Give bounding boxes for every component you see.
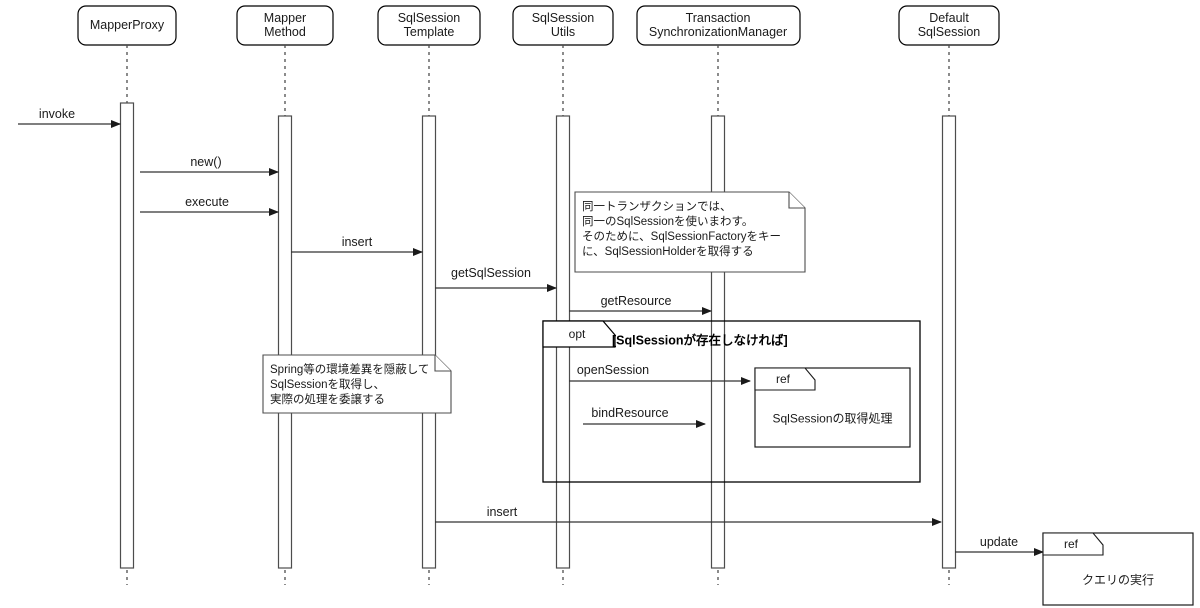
- message-getSqlSession[interactable]: getSqlSession: [435, 266, 557, 292]
- message-label-new: new(): [190, 155, 221, 169]
- ref-tab: [754, 367, 816, 391]
- activation-bar-mapperProxy[interactable]: [119, 102, 135, 569]
- note-line: 同一のSqlSessionを使いまわす。: [582, 214, 753, 228]
- lifeline-label-sqlSessionTemplate: Template: [404, 25, 455, 39]
- message-label-bindResource: bindResource: [591, 406, 668, 420]
- message-label-invoke: invoke: [39, 107, 75, 121]
- fragment-opt-fragment[interactable]: opt [SqlSessionが存在しなければ]: [542, 320, 921, 483]
- notes-layer: 同一トランザクションでは、同一のSqlSessionを使いまわす。そのために、S…: [262, 191, 806, 414]
- message-label-execute: execute: [185, 195, 229, 209]
- message-label-getResource: getResource: [601, 294, 672, 308]
- message-update[interactable]: update: [955, 535, 1044, 556]
- note-line: 実際の処理を委譲する: [270, 392, 385, 406]
- note-line: 同一トランザクションでは、: [582, 200, 732, 213]
- message-new[interactable]: new(): [140, 155, 279, 176]
- message-label-getSqlSession: getSqlSession: [451, 266, 531, 280]
- message-insert-template[interactable]: insert: [291, 235, 423, 256]
- lifeline-label-defaultSqlSession: Default: [929, 11, 969, 25]
- lifeline-label-mapperMethod: Mapper: [264, 11, 306, 25]
- note-body: [574, 191, 806, 273]
- ref-operator-label: ref: [776, 372, 791, 386]
- activation-bar-mapperMethod[interactable]: [277, 115, 293, 569]
- lifeline-mapperProxy[interactable]: MapperProxy: [77, 5, 177, 585]
- note-fold-corner: [788, 192, 805, 209]
- note-line: そのために、SqlSessionFactoryをキー: [582, 230, 781, 243]
- note-line: SqlSessionを取得し、: [270, 378, 385, 391]
- message-invoke[interactable]: invoke: [18, 107, 121, 128]
- activation-bar-defaultSqlSession[interactable]: [941, 115, 957, 569]
- ref-tab: [1042, 532, 1104, 556]
- note-line: に、SqlSessionHolderを取得する: [582, 245, 754, 258]
- message-label-openSession: openSession: [577, 363, 649, 377]
- message-label-update: update: [980, 535, 1018, 549]
- note-note-spring-abstraction[interactable]: Spring等の環境差異を隠蔽して SqlSessionを取得し、実際の処理を委譲…: [262, 354, 452, 414]
- message-openSession[interactable]: openSession: [569, 363, 751, 385]
- fragment-tab: [542, 320, 616, 348]
- lifeline-label-sqlSessionUtils: SqlSession: [532, 11, 595, 25]
- message-label-insert-template: insert: [342, 235, 373, 249]
- messages-layer: invoke new() execute insert getSqlSession get…: [18, 107, 1044, 556]
- message-insert-session[interactable]: insert: [435, 505, 942, 526]
- ref-operator-label: ref: [1064, 537, 1079, 551]
- message-execute[interactable]: execute: [140, 195, 279, 216]
- ref-label: クエリの実行: [1082, 572, 1154, 587]
- ref-frame-ref-execute-query[interactable]: ref クエリの実行: [1042, 532, 1194, 606]
- fragment-border: [542, 320, 921, 483]
- lifeline-label-transactionSyncManager: SynchronizationManager: [649, 25, 787, 39]
- note-note-same-transaction[interactable]: 同一トランザクションでは、同一のSqlSessionを使いまわす。そのために、S…: [574, 191, 806, 273]
- lifeline-label-mapperMethod: Method: [264, 25, 306, 39]
- lifeline-label-sqlSessionTemplate: SqlSession: [398, 11, 461, 25]
- fragment-guard-condition: [SqlSessionが存在しなければ]: [612, 332, 788, 347]
- lifeline-label-defaultSqlSession: SqlSession: [918, 25, 981, 39]
- message-label-insert-session: insert: [487, 505, 518, 519]
- ref-label: SqlSessionの取得処理: [772, 411, 892, 426]
- activation-bar-sqlSessionTemplate[interactable]: [421, 115, 437, 569]
- lifeline-label-mapperProxy: MapperProxy: [90, 18, 165, 32]
- fragments-layer: opt [SqlSessionが存在しなければ]: [542, 320, 921, 483]
- lifeline-label-transactionSyncManager: Transaction: [686, 11, 751, 25]
- message-bindResource[interactable]: bindResource: [583, 406, 706, 428]
- note-body: [262, 354, 452, 414]
- note-fold-corner: [434, 355, 451, 372]
- note-line: Spring等の環境差異を隠蔽して: [270, 362, 429, 376]
- fragment-operator-label: opt: [569, 327, 586, 341]
- lifeline-label-sqlSessionUtils: Utils: [551, 25, 575, 39]
- message-getResource[interactable]: getResource: [569, 294, 712, 315]
